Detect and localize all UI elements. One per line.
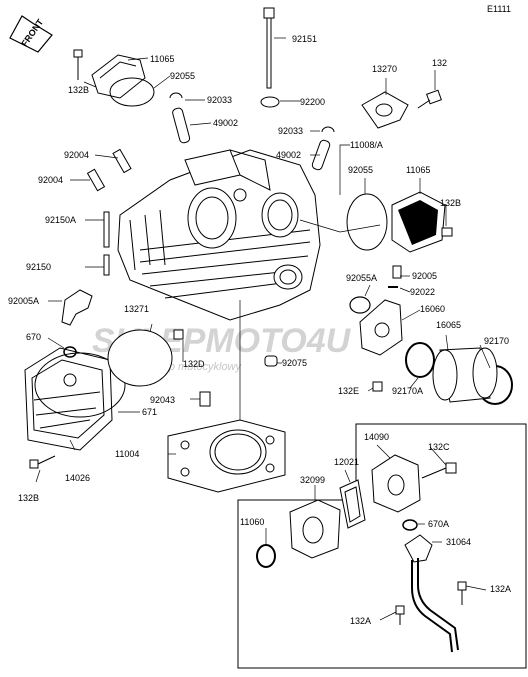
stud-92004a-drawing (112, 148, 132, 174)
bolt-132-drawing (417, 89, 442, 109)
dowel-92043-drawing (199, 391, 211, 407)
part-label-92055a: 92055A (346, 273, 377, 283)
leader-lines (35, 37, 491, 621)
part-label-92004: 92004 (38, 175, 63, 185)
cover-13271-drawing (107, 329, 173, 387)
part-label-670a: 670A (428, 519, 449, 529)
part-label-92170: 92170 (484, 336, 509, 346)
elbow-92005a-drawing (61, 289, 93, 326)
part-label-31064: 31064 (446, 537, 471, 547)
part-label-14090: 14090 (364, 432, 389, 442)
part-label-92075: 92075 (282, 358, 307, 368)
part-label-92022: 92022 (410, 287, 435, 297)
part-label-132c: 132C (428, 442, 450, 452)
clamp-92170a-drawing (405, 342, 435, 378)
part-label-132: 132 (432, 58, 447, 68)
part-label-32099: 32099 (300, 475, 325, 485)
part-label-92033: 92033 (278, 126, 303, 136)
insulator-16060-drawing (359, 299, 403, 356)
part-label-132b: 132B (68, 85, 89, 95)
part-label-11008-a: 11008/A (350, 140, 383, 150)
stud-92151-drawing (263, 7, 275, 89)
part-labels: 11065 132B 92055 92151 92200 92033 49002 92033 1… (8, 34, 511, 626)
washer-92200-drawing (260, 96, 280, 108)
part-label-92150a: 92150A (45, 215, 76, 225)
ring-670-drawing (63, 346, 77, 358)
part-label-92043: 92043 (150, 395, 175, 405)
part-label-132e: 132E (338, 386, 359, 396)
gasket-671-drawing (34, 352, 126, 418)
bolt-132b-bottom-drawing (29, 455, 56, 469)
stud-92004b-drawing (86, 168, 106, 192)
front-arrow-icon: FRONT (9, 15, 53, 53)
part-label-16060: 16060 (420, 304, 445, 314)
fitting-92005-drawing (392, 265, 402, 279)
bolt-132e-drawing (372, 381, 383, 392)
part-label-11004: 11004 (115, 449, 139, 459)
guide-49002b-drawing (311, 139, 331, 171)
part-label-92004: 92004 (64, 150, 89, 160)
part-label-132b: 132B (440, 198, 461, 208)
stud-92150-drawing (103, 254, 110, 276)
part-label-132b: 132B (18, 493, 39, 503)
part-label-92151: 92151 (292, 34, 317, 44)
part-label-11065: 11065 (406, 165, 430, 175)
clip-92033-drawing (169, 92, 183, 99)
part-label-92200: 92200 (300, 97, 325, 107)
part-label-132d: 132D (183, 359, 205, 369)
part-label-11060: 11060 (240, 517, 264, 527)
part-label-92055: 92055 (170, 71, 195, 81)
clip-92033b-drawing (321, 126, 335, 133)
part-label-12021: 12021 (334, 457, 359, 467)
inset-parts-drawing (256, 454, 467, 653)
part-label-16065: 16065 (436, 320, 461, 330)
part-label-132a: 132A (350, 616, 371, 626)
head-gasket-drawing (167, 419, 286, 493)
bolt-132b-drawing (73, 49, 83, 80)
part-label-92005a: 92005A (8, 296, 39, 306)
part-label-92033: 92033 (207, 95, 232, 105)
part-label-132a: 132A (490, 584, 511, 594)
part-label-13270: 13270 (372, 64, 397, 74)
holder-16065-drawing (432, 347, 498, 403)
part-label-92055: 92055 (348, 165, 373, 175)
part-label-92150: 92150 (26, 262, 51, 272)
part-label-11065: 11065 (150, 54, 174, 64)
part-label-49002: 49002 (276, 150, 301, 160)
cylinder-head-drawing (117, 149, 321, 321)
diagram-code: E1111 (487, 4, 511, 14)
cap-92075-drawing (264, 355, 278, 367)
stud-92150a-drawing (103, 211, 110, 248)
bolt-132d-drawing (173, 329, 184, 340)
part-label-13271: 13271 (124, 304, 149, 314)
cap-11065-drawing (91, 54, 146, 99)
valve-cover-drawing (24, 347, 113, 451)
part-label-14026: 14026 (65, 473, 90, 483)
part-label-49002: 49002 (213, 118, 238, 128)
cap-13270-drawing (361, 91, 409, 129)
part-label-92170a: 92170A (392, 386, 423, 396)
oring-92055b-drawing (346, 193, 388, 251)
bolt-132b-right-drawing (441, 227, 453, 237)
oring-92055a-drawing (349, 296, 371, 314)
part-label-92005: 92005 (412, 271, 437, 281)
oring-92055-drawing (109, 77, 155, 107)
part-label-670: 670 (26, 332, 41, 342)
part-label-671: 671 (142, 407, 157, 417)
guide-49002-drawing (172, 107, 191, 144)
